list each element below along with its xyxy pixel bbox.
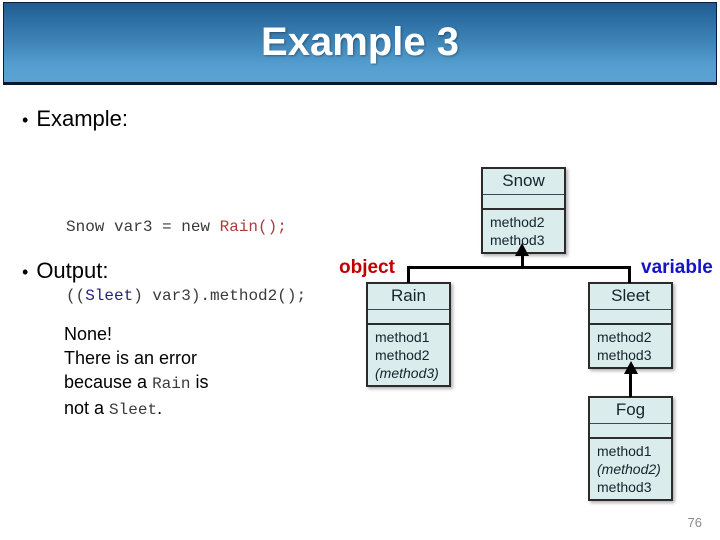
inheritance-connector-to-snow — [521, 255, 524, 269]
slide-title-bar: Example 3 — [3, 2, 717, 85]
uml-class-box-fog: Fog method1 (method2) method3 — [588, 396, 673, 501]
output-line-3-type: Rain — [152, 375, 191, 393]
bullet-dot-icon: • — [22, 262, 29, 282]
uml-method: method2 — [490, 214, 545, 230]
code-line-1-part1: Snow var3 = new — [66, 218, 220, 236]
uml-class-box-rain: Rain method1 method2 (method3) — [366, 282, 451, 387]
output-line-3-pre: because a — [64, 372, 153, 392]
output-line-1: None! — [64, 324, 113, 344]
inheritance-connector-sleet — [628, 266, 631, 283]
code-line-1: Snow var3 = new Rain(); — [66, 216, 306, 239]
uml-method: method3 — [597, 347, 652, 363]
uml-method: method2 — [597, 329, 652, 345]
code-line-2-type: Sleet — [85, 287, 134, 305]
uml-methods-compartment-sleet: method2 method3 — [590, 325, 671, 367]
output-line-4-post: . — [157, 398, 163, 418]
page-number: 76 — [687, 515, 702, 530]
code-line-1-type: Rain — [219, 218, 259, 236]
annotation-object-label: object — [339, 257, 395, 278]
output-line-4-type: Sleet — [109, 401, 158, 419]
uml-class-name-rain: Rain — [368, 284, 449, 310]
uml-methods-compartment-rain: method1 method2 (method3) — [368, 325, 449, 385]
output-line-3: because a Rain is — [64, 370, 208, 396]
uml-attributes-compartment — [368, 310, 449, 325]
uml-class-box-snow: Snow method2 method3 — [481, 167, 566, 254]
annotation-variable-label: variable — [641, 257, 713, 278]
bullet-output: • Output: — [22, 258, 108, 284]
inheritance-connector-rain — [407, 266, 410, 283]
uml-class-name-snow: Snow — [483, 169, 564, 195]
page-title: Example 3 — [261, 20, 459, 64]
uml-method-abstract: (method3) — [375, 365, 439, 381]
uml-class-name-fog: Fog — [590, 398, 671, 424]
uml-method-abstract: (method2) — [597, 461, 661, 477]
inheritance-connector-fog-to-sleet — [629, 373, 632, 397]
output-line-3-post: is — [190, 372, 209, 392]
bullet-example-label: Example: — [36, 106, 129, 131]
bullet-dot-icon: • — [22, 110, 29, 130]
code-line-2-part1: (( — [66, 287, 86, 305]
inheritance-arrow-icon-sleet — [624, 361, 638, 374]
output-text-block: None! There is an error because a Rain i… — [64, 322, 208, 422]
output-line-4-pre: not a — [64, 398, 110, 418]
output-line-4: not a Sleet. — [64, 396, 208, 422]
uml-methods-compartment-snow: method2 method3 — [483, 210, 564, 252]
uml-attributes-compartment — [483, 195, 564, 210]
uml-class-box-sleet: Sleet method2 method3 — [588, 282, 673, 369]
uml-method: method1 — [597, 443, 652, 459]
bullet-output-label: Output: — [36, 258, 109, 283]
code-line-2: ((Sleet) var3).method2(); — [66, 285, 306, 308]
uml-methods-compartment-fog: method1 (method2) method3 — [590, 439, 671, 499]
code-line-1-part2: (); — [258, 218, 287, 236]
code-line-2-part2: ) var3).method2(); — [133, 287, 307, 305]
inheritance-connector-horizontal — [407, 266, 631, 269]
uml-method: method1 — [375, 329, 430, 345]
uml-method: method3 — [597, 479, 652, 495]
uml-attributes-compartment — [590, 424, 671, 439]
uml-method: method3 — [490, 232, 545, 248]
uml-class-name-sleet: Sleet — [590, 284, 671, 310]
uml-method: method2 — [375, 347, 430, 363]
uml-attributes-compartment — [590, 310, 671, 325]
code-block: Snow var3 = new Rain(); ((Sleet) var3).m… — [66, 170, 306, 331]
bullet-example: • Example: — [22, 106, 128, 132]
output-line-2: There is an error — [64, 348, 198, 368]
inheritance-arrow-icon-snow — [515, 243, 529, 256]
